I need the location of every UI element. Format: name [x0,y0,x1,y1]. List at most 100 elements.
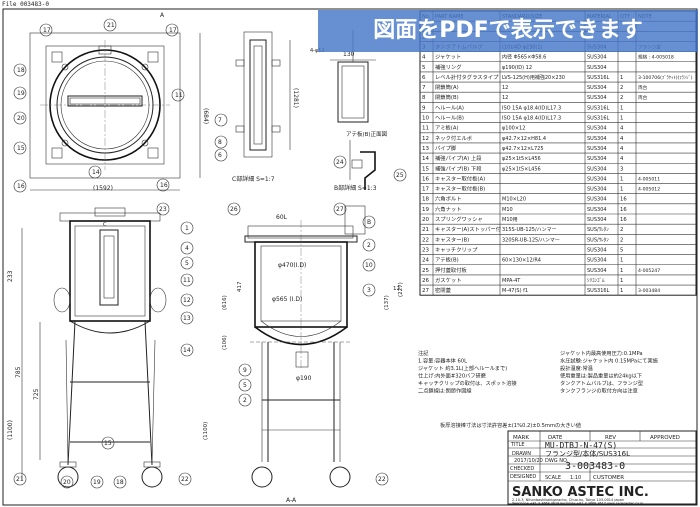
svg-text:20: 20 [63,479,71,486]
parts-cell-material: SUS304 [587,176,607,182]
parts-cell-material: SUS304 [587,65,607,71]
parts-cell-name: ネック付エルボ [435,134,473,142]
parts-cell-spec: 315S-UB-125/ハンマー [502,227,557,233]
parts-cell-material: SUS304 [587,55,607,61]
parts-cell-name: ジャケット [435,54,461,61]
parts-cell-material: SUS316L [587,105,610,111]
parts-cell-name: アテ板(B) [435,256,459,264]
parts-cell-name: キャスター(A)ストッパー付 [435,225,502,233]
svg-text:13: 13 [183,315,191,322]
svg-text:(1100): (1100) [203,422,209,440]
parts-cell-name: キャスター取付板(B) [435,185,485,193]
parts-cell-no: 8 [422,95,426,101]
parts-cell-qty: 4 [620,146,624,152]
parts-cell-spec: φ42.7×12×L725 [502,146,544,152]
svg-text:20: 20 [17,115,25,122]
parts-cell-material: SUS316L [587,288,610,294]
note-line: 注記 [418,349,428,357]
svg-text:9: 9 [243,367,247,374]
svg-text:8: 8 [218,139,222,146]
svg-text:CHECKED: CHECKED [510,466,534,472]
parts-cell-material: SUS304 [587,187,607,193]
svg-text:CUSTOMER: CUSTOMER [593,475,624,481]
parts-cell-name: 閉鎖筒(A) [435,83,459,91]
parts-cell-material: SUS304 [587,166,607,172]
parts-cell-material: SUS304 [587,207,607,213]
svg-text:DATE: DATE [548,435,563,441]
parts-cell-no: 11 [422,126,429,132]
drawing-border [2,8,698,506]
parts-cell-no: 15 [422,166,429,172]
svg-text:15: 15 [17,145,25,152]
parts-cell-qty: 1 [620,105,623,111]
parts-cell-name: ヘルール(A) [435,105,464,111]
svg-text:14: 14 [183,347,191,354]
section-aa: 60L φ470(I.D) φ565 (I.D) φ190 A-A (616) … [203,205,404,504]
drawing-title-1: MU-DTBJ-N-47(S) [545,441,617,450]
parts-cell-no: 22 [422,237,429,243]
ate-ita-title: アテ板(B)正面図 [346,130,388,138]
svg-text:25: 25 [396,172,404,179]
parts-cell-note: 4-005247 [638,268,660,274]
svg-text:1: 1 [185,225,189,232]
svg-text:2: 2 [243,397,247,404]
parts-cell-spec: M-47(S) f1 [502,288,528,294]
parts-cell-note: 4-005011 [638,176,660,182]
svg-text:(106): (106) [222,335,228,350]
parts-cell-name: ヘルール(B) [435,116,464,122]
svg-text:785: 785 [15,366,22,378]
parts-cell-no: 7 [422,85,426,91]
parts-cell-spec: ISO 15A φ18.4(ID)L17.3 [502,116,561,122]
detail-b: 130 4-φ11 アテ板(B)正面図 24 25 B部詳細 S=1:3 [310,30,407,192]
svg-text:(227): (227) [398,282,404,297]
parts-cell-no: 9 [422,105,426,111]
parts-cell-note: 規格 : 4-005018 [638,54,674,61]
parts-cell-spec: 12 [502,85,508,91]
note-line: 水圧試験:ジャケット内 0.15MPaにて実施 [560,357,658,365]
svg-text:17: 17 [43,27,51,34]
svg-text:23: 23 [159,206,167,213]
svg-text:11: 11 [175,92,183,99]
svg-text:(137): (137) [384,295,390,310]
parts-cell-spec: M10×L20 [502,197,526,203]
parts-cell-note: 両台 [638,94,648,101]
parts-cell-no: 24 [422,258,429,264]
svg-text:(1100): (1100) [7,420,14,440]
parts-cell-note: 両台 [638,84,648,91]
parts-cell-note: 4-005012 [638,187,660,193]
parts-cell-no: 21 [422,227,429,233]
parts-cell-no: 27 [422,288,429,294]
parts-cell-note: 3-003484 [638,288,660,294]
parts-cell-material: SUS304 [587,268,607,274]
parts-cell-name: 密閉蓋 [435,286,452,294]
svg-text:MARK: MARK [513,435,529,441]
parts-cell-no: 4 [422,55,426,61]
svg-text:130: 130 [343,51,355,58]
svg-text:Telephone +81-3-3668-3618 Fac: Telephone +81-3-3668-3618 Facsimile +81-… [511,502,643,506]
parts-cell-name: 補強パイプ(A) 上段 [435,154,482,162]
parts-cell-spec: MPA-4T [502,278,521,284]
svg-text:4-φ11: 4-φ11 [310,48,325,54]
svg-text:φ565 (I.D): φ565 (I.D) [272,296,302,303]
parts-cell-note: 3-100706(ﾌﾞﾗｹｯﾄ)(ﾌﾗﾝｼﾞ) [638,74,693,81]
svg-text:4: 4 [185,245,189,252]
parts-cell-spec: φ25×1t5×L456 [502,156,541,162]
pdf-view-banner[interactable]: 図面をPDFで表示できます [318,10,698,52]
svg-text:2: 2 [367,242,371,249]
svg-text:DWG NO.: DWG NO. [545,458,569,464]
parts-cell-qty: 16 [620,207,627,213]
parts-cell-name: 六角ボルト [435,195,462,203]
note-line: 設計温度:常温 [560,364,593,372]
parts-cell-no: 10 [422,116,429,122]
parts-cell-name: 補強リング [435,63,462,71]
